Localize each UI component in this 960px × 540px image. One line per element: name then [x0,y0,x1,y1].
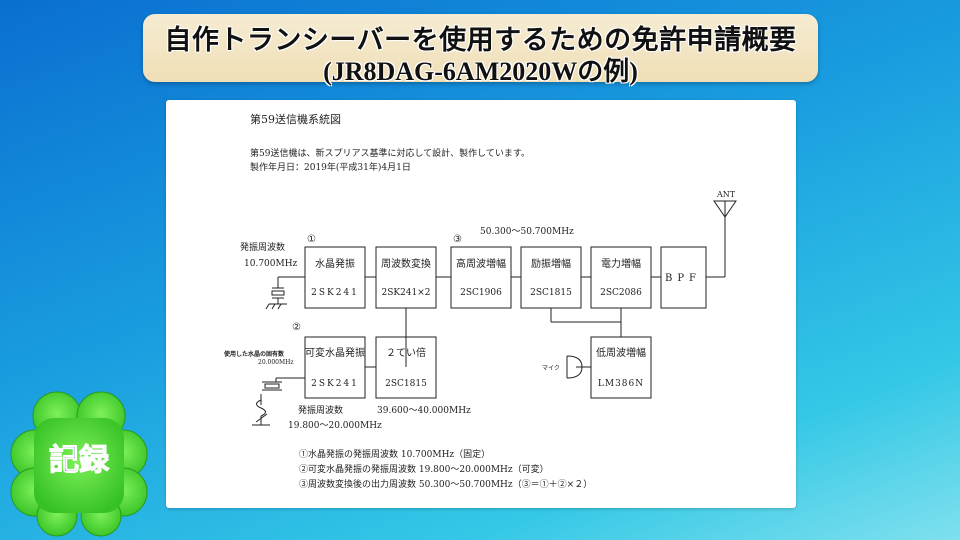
antenna-label: ANT [716,190,736,199]
document-image: 第59送信機系統図 第59送信機は、新スプリアス基準に対応して設計、製作していま… [166,100,796,508]
antenna-icon [713,200,737,248]
crystal-freq: 20.000MHz [258,359,294,366]
svg-text:可変水晶発振: 可変水晶発振 [305,346,365,359]
svg-text:周波数変換: 周波数変換 [381,257,431,270]
badge-label: 記録 [49,443,110,478]
block-vxo: 可変水晶発振 2SK241 [304,336,366,399]
svg-text:電力増幅: 電力増幅 [601,257,641,270]
note-1: ①水晶発振の発振周波数 10.700MHz（固定） [299,448,490,460]
svg-text:2SK241: 2SK241 [311,379,359,389]
block-af-amp: 低周波増幅 LM386N [590,336,652,399]
block-bpf: BPF [660,246,707,309]
vxo-crystal-icon [252,381,282,426]
svg-text:2SC1815: 2SC1815 [385,379,427,389]
doc-date: 製作年月日：2019年(平成31年)4月1日 [250,161,411,173]
doubler-freq: 39.600～40.000MHz [377,406,471,416]
svg-text:低周波増幅: 低周波増幅 [596,346,646,359]
clover-badge: 記録 [10,391,148,537]
output-freq: 50.300～50.700MHz [480,227,574,237]
block-power-amp: 電力増幅 2SC2086 [590,246,652,309]
marker-2: ② [292,322,301,333]
note-3: ③周波数変換後の出力周波数 50.300～50.700MHz（③＝①＋②×２） [299,478,592,490]
block-mixer: 周波数変換 2SK241×2 [375,246,437,309]
svg-text:励振増幅: 励振増幅 [531,257,571,270]
svg-text:2SK241: 2SK241 [311,288,359,298]
title-line-2: (JR8DAG-6AM2020Wの例) [323,57,638,86]
svg-text:LM386N: LM386N [598,379,644,389]
clover-icon [10,391,148,537]
title-line-1: 自作トランシーバーを使用するための免許申請概要 [164,25,797,56]
marker-1: ① [307,234,316,245]
svg-text:水晶発振: 水晶発振 [315,257,355,270]
vxo-freq-label: 発振周波数 [298,404,343,416]
mic-label: マイク [542,365,560,372]
svg-text:高周波増幅: 高周波増幅 [456,257,506,270]
svg-text:2SK241×2: 2SK241×2 [381,288,430,298]
block-hf-amp: 高周波増幅 2SC1906 [450,246,512,309]
svg-text:2SC2086: 2SC2086 [600,288,642,298]
doc-description: 第59送信機は、新スプリアス基準に対応して設計、製作しています。 [250,147,530,159]
crystal-label: 使用した水晶の固有数 [223,350,285,358]
crystal-icon [265,287,287,310]
vxo-freq-value: 19.800～20.000MHz [288,421,382,431]
svg-text:BPF: BPF [665,273,701,284]
svg-text:2SC1815: 2SC1815 [530,288,572,298]
marker-3: ③ [453,234,462,245]
mic-icon [566,355,583,379]
svg-text:２てい倍: ２てい倍 [386,346,426,359]
title-banner: 自作トランシーバーを使用するための免許申請概要 (JR8DAG-6AM2020W… [143,14,818,86]
doc-heading: 第59送信機系統図 [250,112,341,126]
block-doubler: ２てい倍 2SC1815 [375,336,437,399]
osc-freq-label: 発振周波数 [240,241,285,253]
svg-text:2SC1906: 2SC1906 [460,288,502,298]
osc-freq-value: 10.700MHz [244,259,298,269]
note-2: ②可変水晶発振の発振周波数 19.800～20.000MHz（可変） [299,463,549,475]
block-diagram: 第59送信機系統図 第59送信機は、新スプリアス基準に対応して設計、製作していま… [223,112,737,490]
block-xtal-osc: 水晶発振 2SK241 [304,246,366,309]
block-driver-amp: 励振増幅 2SC1815 [520,246,582,309]
signal-lines [260,248,726,405]
